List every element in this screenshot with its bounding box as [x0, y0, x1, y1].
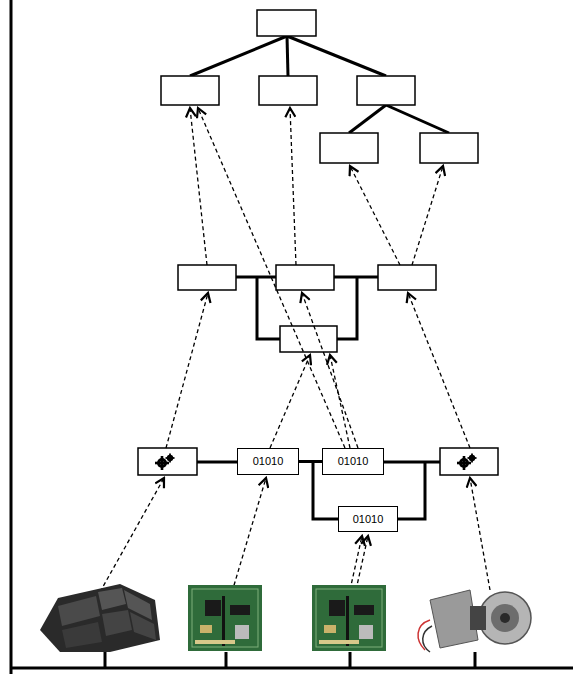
frame-line: [10, 667, 573, 670]
tree-lines: [190, 36, 449, 133]
binary-component-box: 01010: [338, 506, 398, 532]
device-posts: [105, 652, 475, 668]
mapping-arrow: [100, 108, 490, 592]
binary-label: 01010: [338, 456, 369, 467]
circuit-board-picture: [312, 585, 386, 651]
window-motor-picture: [418, 590, 531, 652]
window-switch-picture: [40, 584, 160, 652]
frame-line: [10, 0, 13, 674]
gear-box: [440, 448, 498, 475]
binary-label: 01010: [353, 514, 384, 525]
circuit-board-picture: [188, 585, 262, 651]
binary-label: 01010: [253, 456, 284, 467]
bottom-lines: [197, 462, 440, 519]
binary-component-box: 01010: [237, 448, 299, 475]
empty-box: [161, 10, 478, 163]
gear-box: [138, 448, 197, 475]
binary-component-box: 01010: [322, 448, 384, 475]
